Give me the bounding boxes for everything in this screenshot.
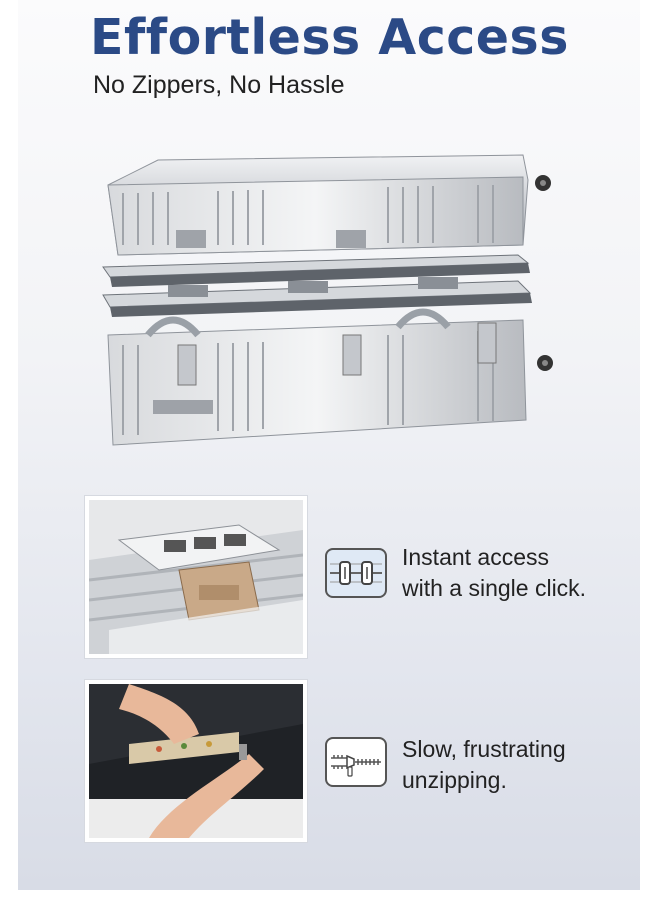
feature-line: unzipping. xyxy=(402,767,507,793)
feature-line: Slow, frustrating xyxy=(402,736,566,762)
feature-line: Instant access xyxy=(402,544,550,570)
suitcase-hero-image xyxy=(98,145,568,455)
page-subtitle: No Zippers, No Hassle xyxy=(93,71,345,99)
clasp-lock-photo xyxy=(85,496,307,658)
page-title: Effortless Access xyxy=(90,9,569,66)
feature-unzipping-text: Slow, frustrating unzipping. xyxy=(402,734,632,796)
feature-instant-access-text: Instant access with a single click. xyxy=(402,542,632,604)
clasp-lock-icon xyxy=(325,548,387,598)
unzipping-photo xyxy=(85,680,307,842)
feature-line: with a single click. xyxy=(402,575,587,601)
zipper-icon xyxy=(325,737,387,787)
